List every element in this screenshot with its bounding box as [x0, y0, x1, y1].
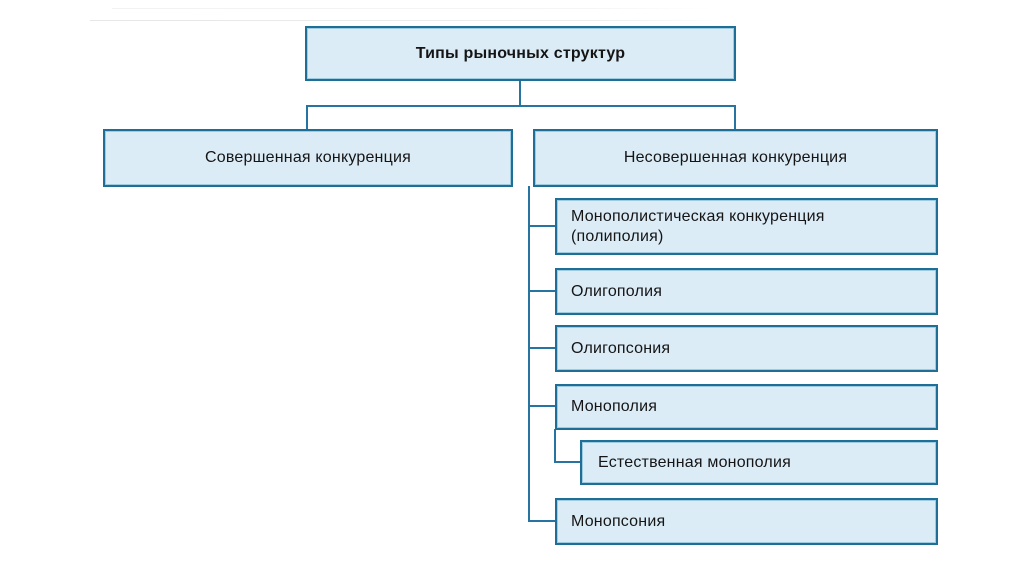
- node-oligopsony-label: Олигопсония: [571, 339, 671, 357]
- node-natural-monopoly-label: Естественная монополия: [598, 453, 791, 471]
- node-imperfect-competition-label: Несовершенная конкуренция: [623, 149, 848, 166]
- connector-stub-monopolistic: [528, 225, 555, 227]
- node-perfect-competition: Совершенная конкуренция: [103, 129, 513, 187]
- node-root-label: Типы рыночных структур: [415, 44, 626, 62]
- node-monopoly: Монополия: [555, 384, 938, 430]
- connector-imperfect-trunk: [528, 186, 530, 522]
- node-oligopoly: Олигополия: [555, 268, 938, 315]
- connector-imperfect-drop: [734, 105, 736, 130]
- connector-level2-horizontal: [306, 105, 736, 107]
- node-monopoly-label: Монополия: [571, 398, 658, 415]
- connector-stub-oligopsony: [528, 347, 555, 349]
- connector-root-stem: [519, 81, 521, 106]
- node-oligopoly-label: Олигополия: [571, 282, 663, 300]
- connector-perfect-drop: [306, 105, 308, 130]
- connector-stub-monopsony: [528, 520, 555, 522]
- node-perfect-competition-label: Совершенная конкуренция: [205, 149, 411, 166]
- node-monopolistic-competition: Монополистическая конкуренция (полиполия…: [555, 198, 938, 255]
- node-monopsony: Монопсония: [555, 498, 938, 545]
- connector-stub-monopoly: [528, 405, 555, 407]
- node-imperfect-competition: Несовершенная конкуренция: [533, 129, 938, 187]
- node-oligopsony: Олигопсония: [555, 325, 938, 372]
- connector-natural-stub: [554, 461, 580, 463]
- slide-edge-line-lower: [90, 20, 730, 21]
- node-monopsony-label: Монопсония: [571, 512, 666, 530]
- node-monopolistic-competition-label: Монополистическая конкуренция (полиполия…: [571, 207, 825, 245]
- node-root: Типы рыночных структур: [305, 26, 736, 81]
- slide-edge-line-upper: [112, 8, 712, 9]
- connector-stub-oligopoly: [528, 290, 555, 292]
- node-natural-monopoly: Естественная монополия: [580, 440, 938, 485]
- connector-natural-vertical: [554, 429, 556, 463]
